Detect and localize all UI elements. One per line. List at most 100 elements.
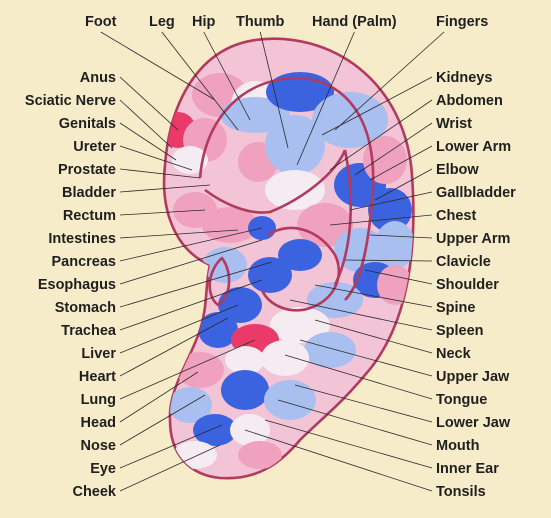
tragus-outline (208, 256, 231, 307)
label-head: Head (81, 415, 116, 431)
leader-lower-arm (369, 145, 433, 181)
leader-spleen (289, 299, 433, 331)
leader-wrist (354, 122, 433, 176)
leader-spine (314, 284, 433, 308)
right-labels: Kidneys Abdomen Wrist Lower Arm Elbow Ga… (436, 70, 516, 500)
zone-tongue (261, 340, 309, 376)
label-leg: Leg (149, 14, 175, 30)
leader-lung (119, 339, 256, 400)
label-kidneys: Kidneys (436, 70, 492, 86)
label-elbow: Elbow (436, 162, 479, 178)
zone-trachea (218, 287, 262, 323)
label-stomach: Stomach (55, 300, 116, 316)
label-bladder: Bladder (62, 185, 116, 201)
label-gallbladder: Gallbladder (436, 185, 516, 201)
leader-elbow (374, 168, 433, 201)
zone-shoulder (377, 265, 413, 305)
label-liver: Liver (81, 346, 116, 362)
leader-cheek (119, 444, 221, 492)
leader-intestines (119, 229, 239, 239)
leader-tongue (284, 354, 433, 400)
ear-zones (164, 72, 414, 469)
label-nose: Nose (81, 438, 116, 454)
label-wrist: Wrist (436, 116, 472, 132)
leader-anus (119, 76, 179, 131)
leader-tonsils (244, 429, 433, 492)
label-sciatic-nerve: Sciatic Nerve (25, 93, 116, 109)
label-hand-palm: Hand (Palm) (312, 14, 397, 30)
zone-mouth (230, 414, 270, 446)
zone-inner-ear (238, 441, 282, 469)
label-lower-jaw: Lower Jaw (436, 415, 511, 431)
leader-foot (100, 31, 216, 101)
label-tonsils: Tonsils (436, 484, 486, 500)
label-eye: Eye (90, 461, 116, 477)
label-heart: Heart (79, 369, 116, 385)
label-foot: Foot (85, 14, 117, 30)
leader-sciatic-nerve (119, 99, 173, 149)
label-esophagus: Esophagus (38, 277, 116, 293)
helix-inner-outline (198, 76, 375, 301)
leader-chest (329, 214, 433, 226)
label-upper-jaw: Upper Jaw (436, 369, 510, 385)
zone-lung (176, 352, 224, 388)
leader-ureter (119, 145, 193, 171)
label-intestines: Intestines (48, 231, 116, 247)
leader-rectum (119, 209, 206, 216)
zone-head (221, 370, 269, 410)
leader-thumb (259, 31, 289, 149)
leader-gallbladder (349, 191, 433, 211)
zone-upper-jaw (225, 346, 265, 374)
leader-upper-jaw (299, 339, 433, 377)
label-lower-arm: Lower Arm (436, 139, 511, 155)
leader-bladder (119, 184, 211, 193)
leader-stomach (119, 261, 273, 308)
zone-upper-arm (375, 221, 414, 269)
leader-neck (314, 319, 433, 354)
label-fingers: Fingers (436, 14, 488, 30)
label-ureter: Ureter (73, 139, 116, 155)
label-cheek: Cheek (72, 484, 116, 500)
leader-liver (119, 304, 239, 354)
top-labels: Foot Leg Hip Thumb Hand (Palm) Fingers (85, 14, 488, 30)
leader-head (119, 371, 199, 423)
leader-esophagus (119, 239, 263, 285)
leader-abdomen (329, 99, 433, 171)
zone-eye (193, 414, 237, 446)
leader-fingers (334, 31, 445, 131)
label-chest: Chest (436, 208, 476, 224)
leader-hip (203, 31, 251, 121)
leader-leg (161, 31, 239, 131)
zone-abdomen (278, 239, 322, 271)
concha-outline (260, 226, 341, 312)
leader-prostate (119, 168, 201, 179)
label-abdomen: Abdomen (436, 93, 503, 109)
label-shoulder: Shoulder (436, 277, 499, 293)
zone-neck (304, 332, 356, 368)
zone-liver (198, 312, 238, 348)
zone-chest (334, 228, 386, 272)
label-hip: Hip (192, 14, 216, 30)
leader-heart (119, 317, 229, 377)
zone-kidneys (265, 170, 325, 210)
label-spine: Spine (436, 300, 475, 316)
zone-hip (220, 97, 290, 133)
label-trachea: Trachea (61, 323, 117, 339)
leader-lower-jaw (294, 384, 433, 423)
label-prostate: Prostate (58, 162, 116, 178)
left-labels: Anus Sciatic Nerve Genitals Ureter Prost… (25, 70, 117, 500)
leader-hand-palm (296, 31, 355, 166)
label-thumb: Thumb (236, 14, 284, 30)
label-clavicle: Clavicle (436, 254, 491, 270)
leader-trachea (119, 279, 263, 331)
zone-palm (265, 115, 325, 175)
leader-pancreas (119, 227, 263, 262)
leader-upper-arm (369, 234, 433, 239)
zone-cheek (173, 441, 217, 469)
leader-clavicle (344, 259, 433, 262)
label-genitals: Genitals (59, 116, 116, 132)
zone-nose (168, 387, 212, 423)
label-neck: Neck (436, 346, 472, 362)
label-upper-arm: Upper Arm (436, 231, 510, 247)
